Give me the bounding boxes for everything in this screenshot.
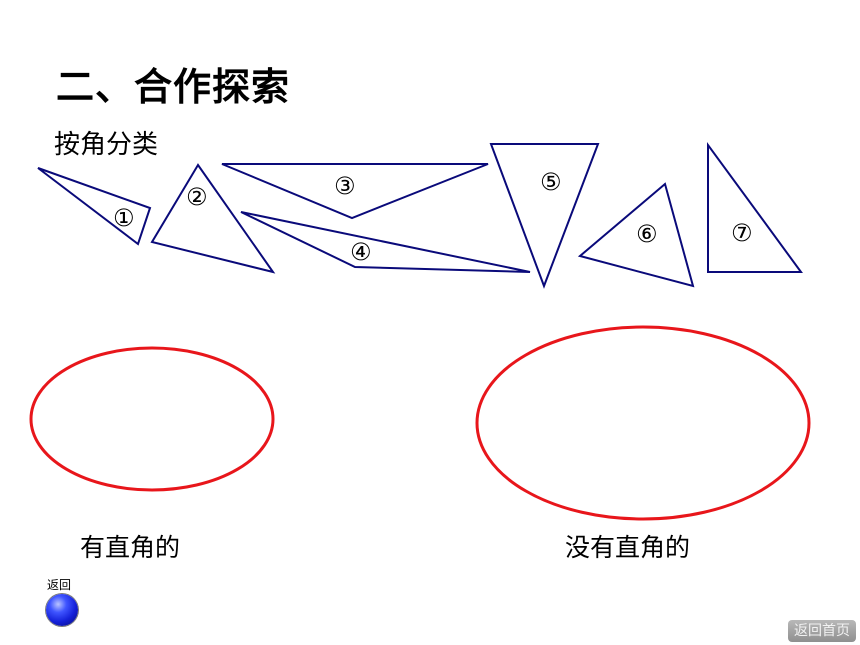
page-title: 二、合作探索 xyxy=(56,65,291,109)
triangle-6-number: ⑥ xyxy=(636,220,658,248)
triangle-5[interactable]: ⑤ xyxy=(489,143,600,289)
no-right-angle-category-label: 没有直角的 xyxy=(565,533,691,562)
triangle-4-number: ④ xyxy=(350,238,372,266)
triangle-1[interactable]: ① xyxy=(37,167,152,246)
back-button[interactable] xyxy=(46,594,78,626)
home-button[interactable]: 返回首页 xyxy=(788,620,856,642)
triangle-2[interactable]: ② xyxy=(150,163,276,274)
section-subtitle: 按角分类 xyxy=(54,130,159,160)
triangle-4[interactable]: ④ xyxy=(240,211,531,273)
triangle-7[interactable]: ⑦ xyxy=(707,141,803,273)
triangle-3-number: ③ xyxy=(334,172,356,200)
triangle-5-number: ⑤ xyxy=(540,168,562,196)
triangle-3[interactable]: ③ xyxy=(221,163,489,220)
triangle-1-number: ① xyxy=(113,204,135,232)
triangle-6[interactable]: ⑥ xyxy=(577,182,695,288)
back-label: 返回 xyxy=(47,578,72,592)
right-angle-category-label: 有直角的 xyxy=(80,533,181,562)
no-right-angle-drop-zone[interactable] xyxy=(475,325,811,521)
right-angle-drop-zone[interactable] xyxy=(29,346,275,492)
triangle-7-number: ⑦ xyxy=(731,219,753,247)
triangle-2-number: ② xyxy=(186,183,208,211)
